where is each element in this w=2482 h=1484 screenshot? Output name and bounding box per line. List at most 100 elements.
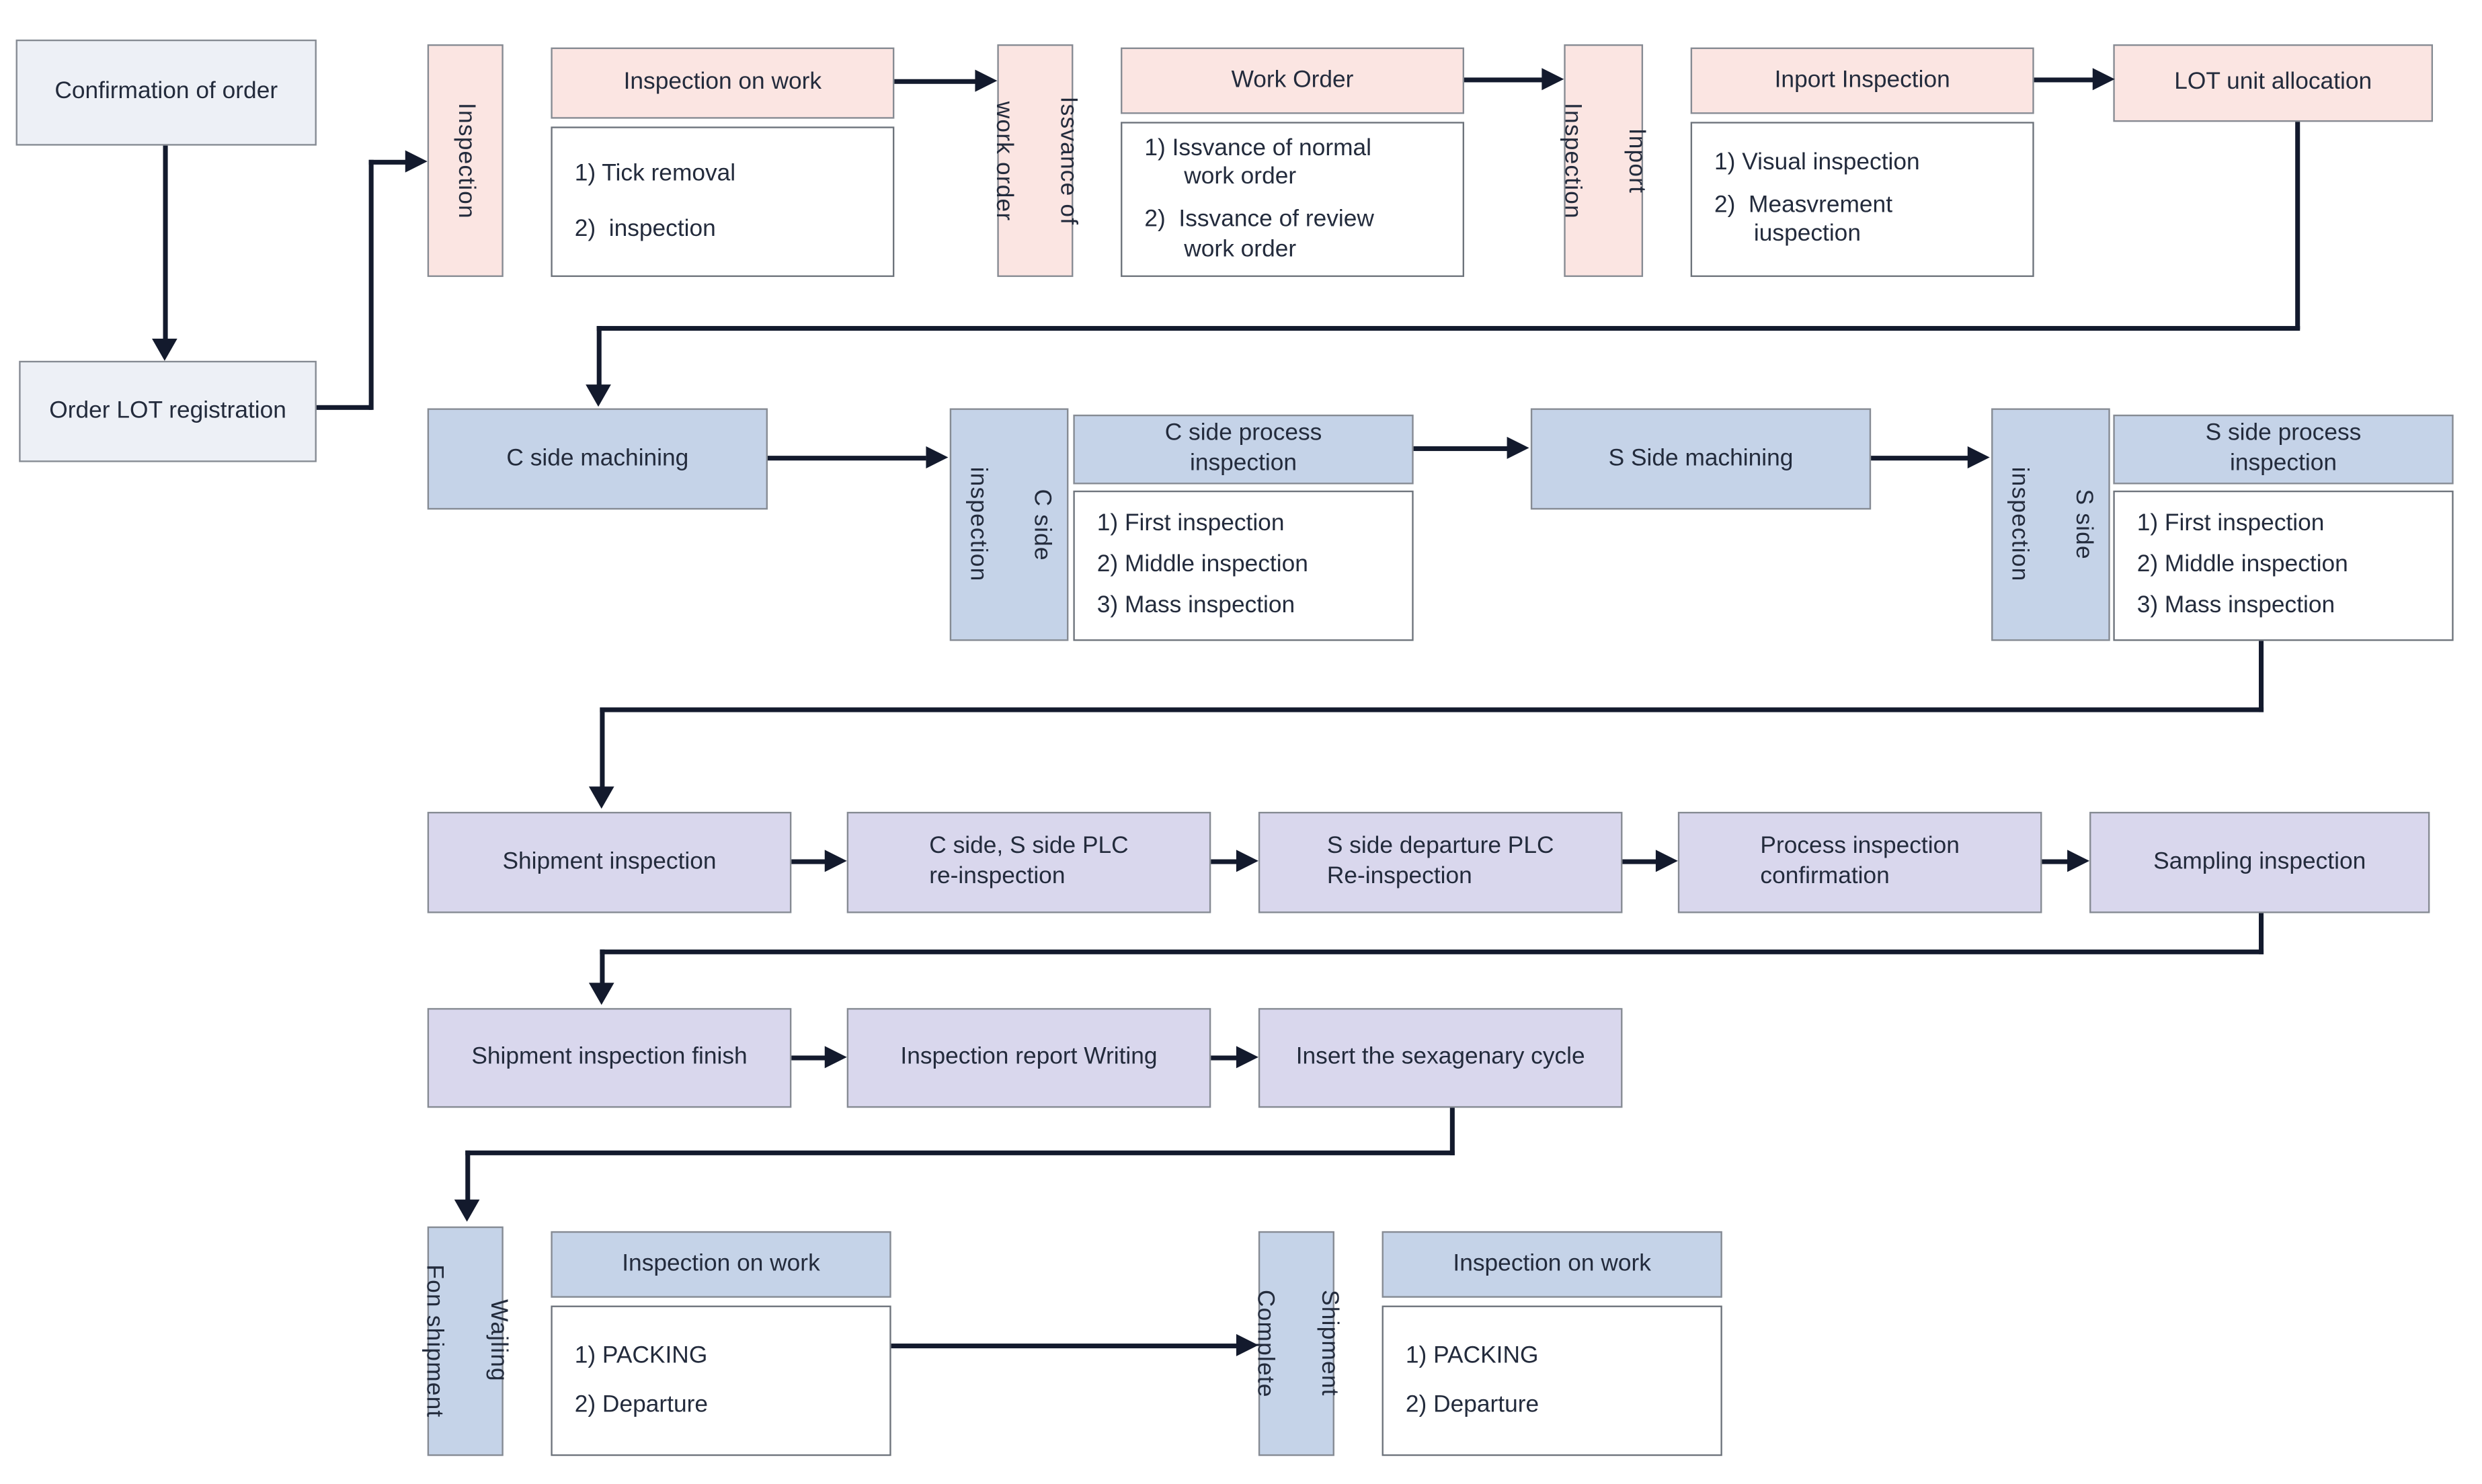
arrow-cmachining-to-cinspection [767,456,926,461]
arrow-lot-to-cmachining [596,326,2300,331]
arrowhead-right-icon [1542,68,1564,91]
list-packing-departure-left: 1) PACKING 2) Departure [551,1305,891,1456]
list-item: 1) Issvance of normal work order [1144,133,1372,191]
arrowhead-right-icon [1967,446,1990,468]
list-item: 2) Middle inspection [2136,550,2348,578]
list-item: 1) First inspection [2136,510,2325,538]
list-item: 1) PACKING [574,1342,708,1369]
arrow-waiting-to-complete [891,1344,1238,1349]
node-order-lot-registration: Order LOT registration [19,360,317,462]
list-inspection-on-work: 1) Tick removal 2) inspection [551,126,895,278]
arrow-orderlot-to-inspection [368,159,374,410]
list-packing-departure-right: 1) PACKING 2) Departure [1382,1305,1722,1456]
arrow-sexagenary-to-waiting [465,1150,1455,1155]
list-item: 2) Middle inspection [1096,550,1308,578]
arrow-workorder-to-import [1464,77,1547,83]
node-inspection-on-work-header: Inspection on work [551,47,895,119]
side-label-line: Issvance of [1055,96,1082,225]
arrow-departure-to-confirmation [1622,859,1658,864]
arrow-sprocess-to-shipment [600,707,2264,712]
arrow-sprocess-to-shipment [2259,641,2264,712]
arrow-sampling-to-finish [600,949,2264,954]
arrowhead-right-icon [824,850,847,872]
arrowhead-down-icon [152,338,177,361]
arrow-sexagenary-to-waiting [465,1150,471,1203]
list-import-inspection: 1) Visual inspection 2) Measvrement iusp… [1690,122,2034,278]
list-work-order: 1) Issvance of normal work order 2) Issv… [1121,122,1465,278]
side-label-line: inspection [2006,467,2034,582]
arrow-orderlot-to-inspection [316,405,372,410]
list-item: 1) PACKING [1405,1342,1539,1369]
arrow-finish-to-report [791,1055,827,1061]
node-lot-unit-allocation: LOT unit allocation [2113,44,2434,122]
node-work-order-header: Work Order [1121,47,1465,114]
list-item: 1) Tick removal [574,159,736,187]
list-c-side-process-inspection: 1) First inspection 2) Middle inspection… [1073,490,1414,641]
list-item: 2) Measvrement iuspection [1714,191,1893,248]
arrowhead-down-icon [454,1199,480,1222]
arrow-inspection-to-workorder [894,79,980,84]
list-item: 2) inspection [574,214,716,242]
list-s-side-process-inspection: 1) First inspection 2) Middle inspection… [2113,490,2454,641]
node-s-side-inspection: S side inspection [1991,408,2110,641]
group-import-inspection-side-label: Inport Inspection [1559,44,1650,278]
side-label-line: Inspection [452,102,480,219]
node-process-inspection-confirmation: Process inspection confirmation [1677,811,2042,913]
arrow-cprocess-to-smachining [1413,446,1509,452]
arrowhead-right-icon [926,446,949,468]
arrowhead-down-icon [588,983,614,1005]
arrow-import-to-lot [2034,77,2097,83]
node-insert-sexagenary-cycle: Insert the sexagenary cycle [1258,1007,1623,1108]
side-label-line: Fon shipment [421,1264,448,1418]
arrow-sexagenary-to-waiting [1449,1108,1455,1155]
side-label-line: C side [1029,488,1056,561]
node-inspection-on-work-header-right: Inspection on work [1382,1231,1722,1298]
arrowhead-right-icon [2092,68,2115,91]
side-label-line: Inport [1623,128,1650,194]
arrow-lot-to-cmachining [596,326,602,388]
list-item: 3) Mass inspection [2136,591,2335,619]
group-issuance-side-label: Issvance of work order [991,44,1082,278]
arrow-report-to-sexagenary [1211,1055,1238,1061]
arrow-sprocess-to-shipment [600,707,605,790]
node-inspection-on-work-header-left: Inspection on work [551,1231,891,1298]
node-import-inspection-header: Inport Inspection [1690,47,2034,114]
arrowhead-right-icon [1236,850,1258,872]
node-s-departure-plc-reinspection: S side departure PLC Re-inspection [1258,811,1623,913]
arrowhead-right-icon [2067,850,2090,872]
list-item: 2) Issvance of review work order [1144,206,1374,263]
arrow-shipmentinsp-to-plc [791,859,827,864]
group-shipment-complete-side-label: Shipment Complete [1252,1231,1343,1456]
node-label: S side departure PLC Re-inspection [1326,833,1554,890]
side-label-line: Wajling [485,1300,512,1383]
arrowhead-down-icon [588,786,614,809]
node-confirmation-of-order: Confirmation of order [15,39,317,146]
side-label-line: inspection [964,467,992,582]
node-sampling-inspection: Sampling inspection [2089,811,2430,913]
node-inspection-report-writing: Inspection report Writing [846,1007,1211,1108]
group-waiting-for-shipment-side-label: Wajling Fon shipment [421,1226,512,1456]
node-label: C side, S side PLC re-inspection [929,833,1129,890]
arrow-confirmation-to-orderlot [163,145,168,342]
arrow-plc-to-departure [1211,859,1238,864]
list-item: 2) Departure [574,1390,709,1417]
arrow-lot-to-cmachining [2295,122,2300,329]
arrowhead-right-icon [1236,1046,1258,1069]
group-inspection-side-label: Inspection [427,44,504,278]
side-label-line: Shipment [1316,1290,1343,1397]
arrowhead-right-icon [824,1046,847,1069]
node-s-side-machining: S Side machining [1530,408,1872,510]
side-label-line: work order [990,100,1018,221]
arrowhead-right-icon [405,150,428,173]
node-c-side-process-inspection-header: C side process inspection [1073,414,1414,485]
node-shipment-inspection: Shipment inspection [427,811,792,913]
node-shipment-inspection-finish: Shipment inspection finish [427,1007,792,1108]
arrowhead-right-icon [1507,436,1529,459]
arrow-orderlot-to-inspection [368,159,409,165]
list-item: 1) Visual inspection [1714,149,1920,176]
node-c-side-machining: C side machining [427,408,768,510]
node-c-side-inspection: C side inspection [949,408,1069,641]
arrowhead-right-icon [1236,1333,1258,1356]
list-item: 1) First inspection [1096,510,1285,538]
